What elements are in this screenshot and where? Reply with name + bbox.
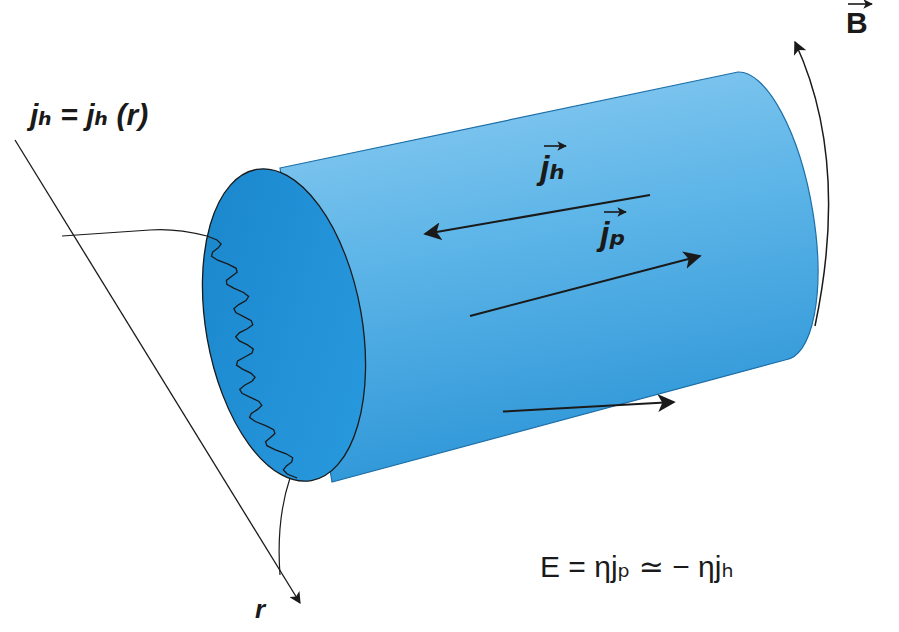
cylinder-body [280, 72, 818, 482]
jp-arrow [470, 256, 700, 316]
current-label: jₕ [540, 150, 565, 184]
equation-label: E = ηjₚ ≃ − ηjₕ [540, 552, 734, 582]
vector-mark [544, 145, 566, 147]
axis-label: r [255, 596, 265, 622]
field-label: B [846, 8, 868, 38]
vector-mark [848, 3, 872, 5]
leader-line [279, 478, 290, 575]
leader-line [62, 230, 207, 236]
profile-label: jₕ = jₕ (r) [30, 100, 148, 130]
vector-mark [604, 211, 626, 213]
profile-wave [207, 236, 297, 478]
b-field-arc [795, 42, 829, 326]
cylinder-face [180, 156, 389, 494]
r-axis [15, 140, 300, 603]
current-label: jₚ [600, 216, 626, 250]
e-arrow [503, 366, 674, 449]
